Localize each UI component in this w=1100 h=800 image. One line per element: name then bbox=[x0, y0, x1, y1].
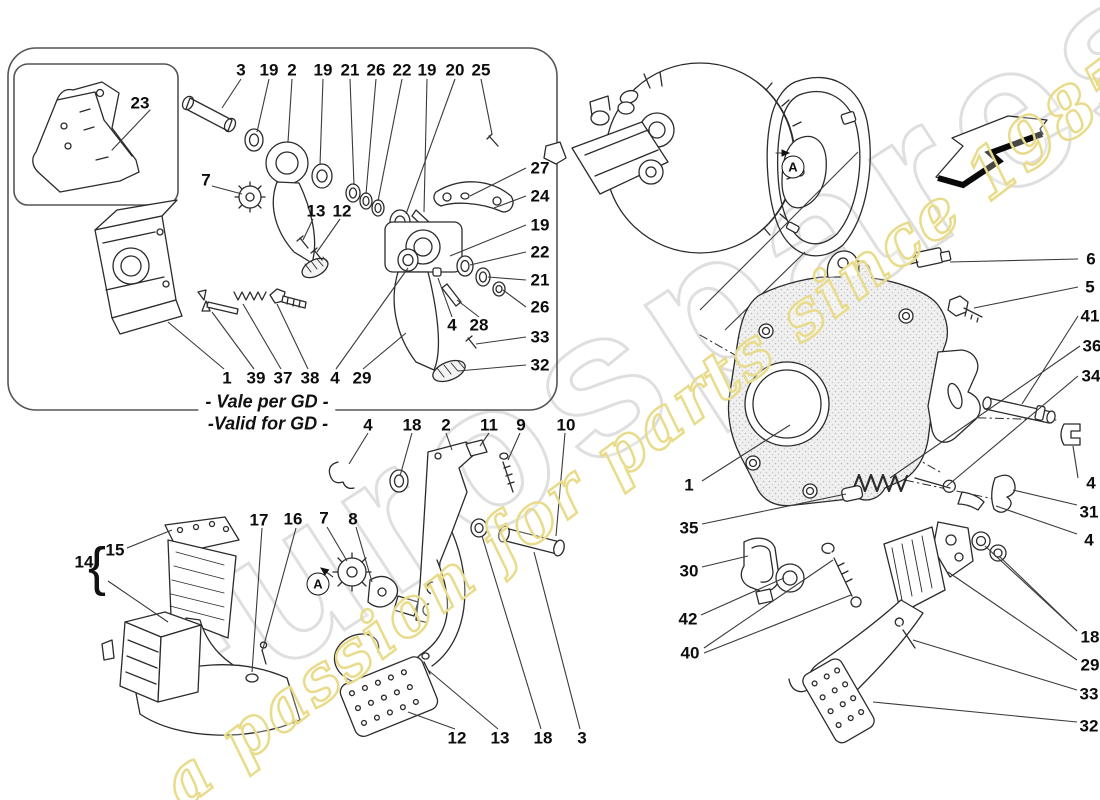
part-sensor-7-inset bbox=[235, 182, 265, 212]
callout-18[interactable]: 18 bbox=[402, 415, 422, 435]
part-brake-pedal bbox=[789, 522, 1006, 746]
callout-32[interactable]: 32 bbox=[1079, 716, 1099, 736]
callout-24[interactable]: 24 bbox=[530, 186, 550, 206]
callout-32[interactable]: 32 bbox=[530, 355, 550, 375]
part-clutch-pedal-upper bbox=[180, 94, 332, 281]
callout-7[interactable]: 7 bbox=[319, 508, 329, 528]
callout-33[interactable]: 33 bbox=[530, 327, 550, 347]
inset-leader-lines bbox=[168, 79, 526, 371]
callout-13[interactable]: 13 bbox=[490, 728, 510, 748]
callout-30[interactable]: 30 bbox=[679, 561, 699, 581]
callout-39[interactable]: 39 bbox=[246, 368, 266, 388]
callout-4[interactable]: 4 bbox=[1086, 473, 1096, 493]
callout-33[interactable]: 33 bbox=[1079, 684, 1099, 704]
callout-8[interactable]: 8 bbox=[348, 509, 358, 529]
callout-4[interactable]: 4 bbox=[447, 315, 457, 335]
callout-40[interactable]: 40 bbox=[680, 643, 700, 663]
callout-41[interactable]: 41 bbox=[1080, 306, 1100, 326]
callout-28[interactable]: 28 bbox=[469, 315, 489, 335]
callout-37[interactable]: 37 bbox=[273, 368, 293, 388]
callout-21[interactable]: 21 bbox=[340, 60, 360, 80]
callout-31[interactable]: 31 bbox=[1079, 502, 1099, 522]
callout-14[interactable]: 14 bbox=[74, 552, 94, 572]
svg-text:{: { bbox=[88, 537, 106, 597]
callout-15[interactable]: 15 bbox=[105, 540, 125, 560]
part-sensor-cluster bbox=[333, 553, 418, 616]
part-hardware-row bbox=[198, 289, 306, 314]
callout-9[interactable]: 9 bbox=[516, 415, 526, 435]
callout-19[interactable]: 19 bbox=[259, 60, 279, 80]
callout-1[interactable]: 1 bbox=[222, 368, 232, 388]
callout-1[interactable]: 1 bbox=[684, 475, 694, 495]
callout-42[interactable]: 42 bbox=[678, 609, 698, 629]
part-stop-bumper-35 bbox=[741, 485, 863, 607]
part-switch-6 bbox=[910, 247, 982, 322]
inset-sub-box bbox=[14, 64, 178, 205]
callout-19[interactable]: 19 bbox=[313, 60, 333, 80]
callout-29[interactable]: 29 bbox=[352, 368, 372, 388]
callout-10[interactable]: 10 bbox=[556, 415, 576, 435]
callout-34[interactable]: 34 bbox=[1081, 366, 1100, 386]
callout-12[interactable]: 12 bbox=[447, 728, 467, 748]
part-firewall-plate-1 bbox=[728, 251, 980, 506]
part-mount-block-1 bbox=[95, 200, 182, 334]
callout-19[interactable]: 19 bbox=[530, 215, 550, 235]
callout-7[interactable]: 7 bbox=[201, 170, 211, 190]
middle-leader-lines: { bbox=[88, 433, 580, 729]
part-clutch-pedal-lower bbox=[335, 634, 441, 739]
callout-6[interactable]: 6 bbox=[1086, 249, 1096, 269]
callout-26[interactable]: 26 bbox=[530, 297, 550, 317]
inset-caption-english: -Valid for GD - bbox=[200, 413, 336, 435]
callout-36[interactable]: 36 bbox=[1082, 336, 1100, 356]
callout-18[interactable]: 18 bbox=[533, 728, 553, 748]
callout-29[interactable]: 29 bbox=[1080, 655, 1100, 675]
callout-22[interactable]: 22 bbox=[530, 242, 550, 262]
callout-17[interactable]: 17 bbox=[249, 510, 269, 530]
callout-13[interactable]: 13 bbox=[306, 201, 326, 221]
callout-16[interactable]: 16 bbox=[283, 509, 303, 529]
callout-35[interactable]: 35 bbox=[679, 518, 699, 538]
callout-4[interactable]: 4 bbox=[363, 415, 373, 435]
callout-26[interactable]: 26 bbox=[366, 60, 386, 80]
view-annotation-A: A bbox=[306, 572, 330, 596]
callout-20[interactable]: 20 bbox=[445, 60, 465, 80]
part-bracket-23 bbox=[33, 82, 150, 192]
part-pedal-bracket-2 bbox=[329, 440, 566, 666]
callout-3[interactable]: 3 bbox=[236, 60, 246, 80]
callout-18[interactable]: 18 bbox=[1080, 627, 1100, 647]
inset-caption-italian: - Vale per GD - bbox=[198, 391, 336, 413]
view-annotation-A: A bbox=[781, 155, 805, 179]
callout-19[interactable]: 19 bbox=[417, 60, 437, 80]
callout-22[interactable]: 22 bbox=[392, 60, 412, 80]
callout-5[interactable]: 5 bbox=[1085, 277, 1095, 297]
callout-4[interactable]: 4 bbox=[330, 368, 340, 388]
part-pedal-hub bbox=[297, 222, 505, 386]
part-booster-gasket bbox=[767, 77, 870, 255]
callout-25[interactable]: 25 bbox=[471, 60, 491, 80]
part-bracket-24 bbox=[434, 182, 513, 212]
part-throttle-rod-41 bbox=[853, 396, 1080, 512]
callout-3[interactable]: 3 bbox=[577, 728, 587, 748]
part-accelerator-pedal bbox=[102, 517, 300, 735]
callout-4[interactable]: 4 bbox=[1084, 530, 1094, 550]
right-leader-lines bbox=[701, 259, 1080, 722]
callout-27[interactable]: 27 bbox=[530, 158, 550, 178]
callout-2[interactable]: 2 bbox=[441, 415, 451, 435]
callout-11[interactable]: 11 bbox=[480, 415, 498, 435]
callout-2[interactable]: 2 bbox=[287, 60, 297, 80]
callout-38[interactable]: 38 bbox=[300, 368, 320, 388]
callout-12[interactable]: 12 bbox=[332, 201, 352, 221]
callout-23[interactable]: 23 bbox=[130, 93, 150, 113]
direction-arrow bbox=[936, 116, 1047, 186]
callout-21[interactable]: 21 bbox=[530, 270, 550, 290]
